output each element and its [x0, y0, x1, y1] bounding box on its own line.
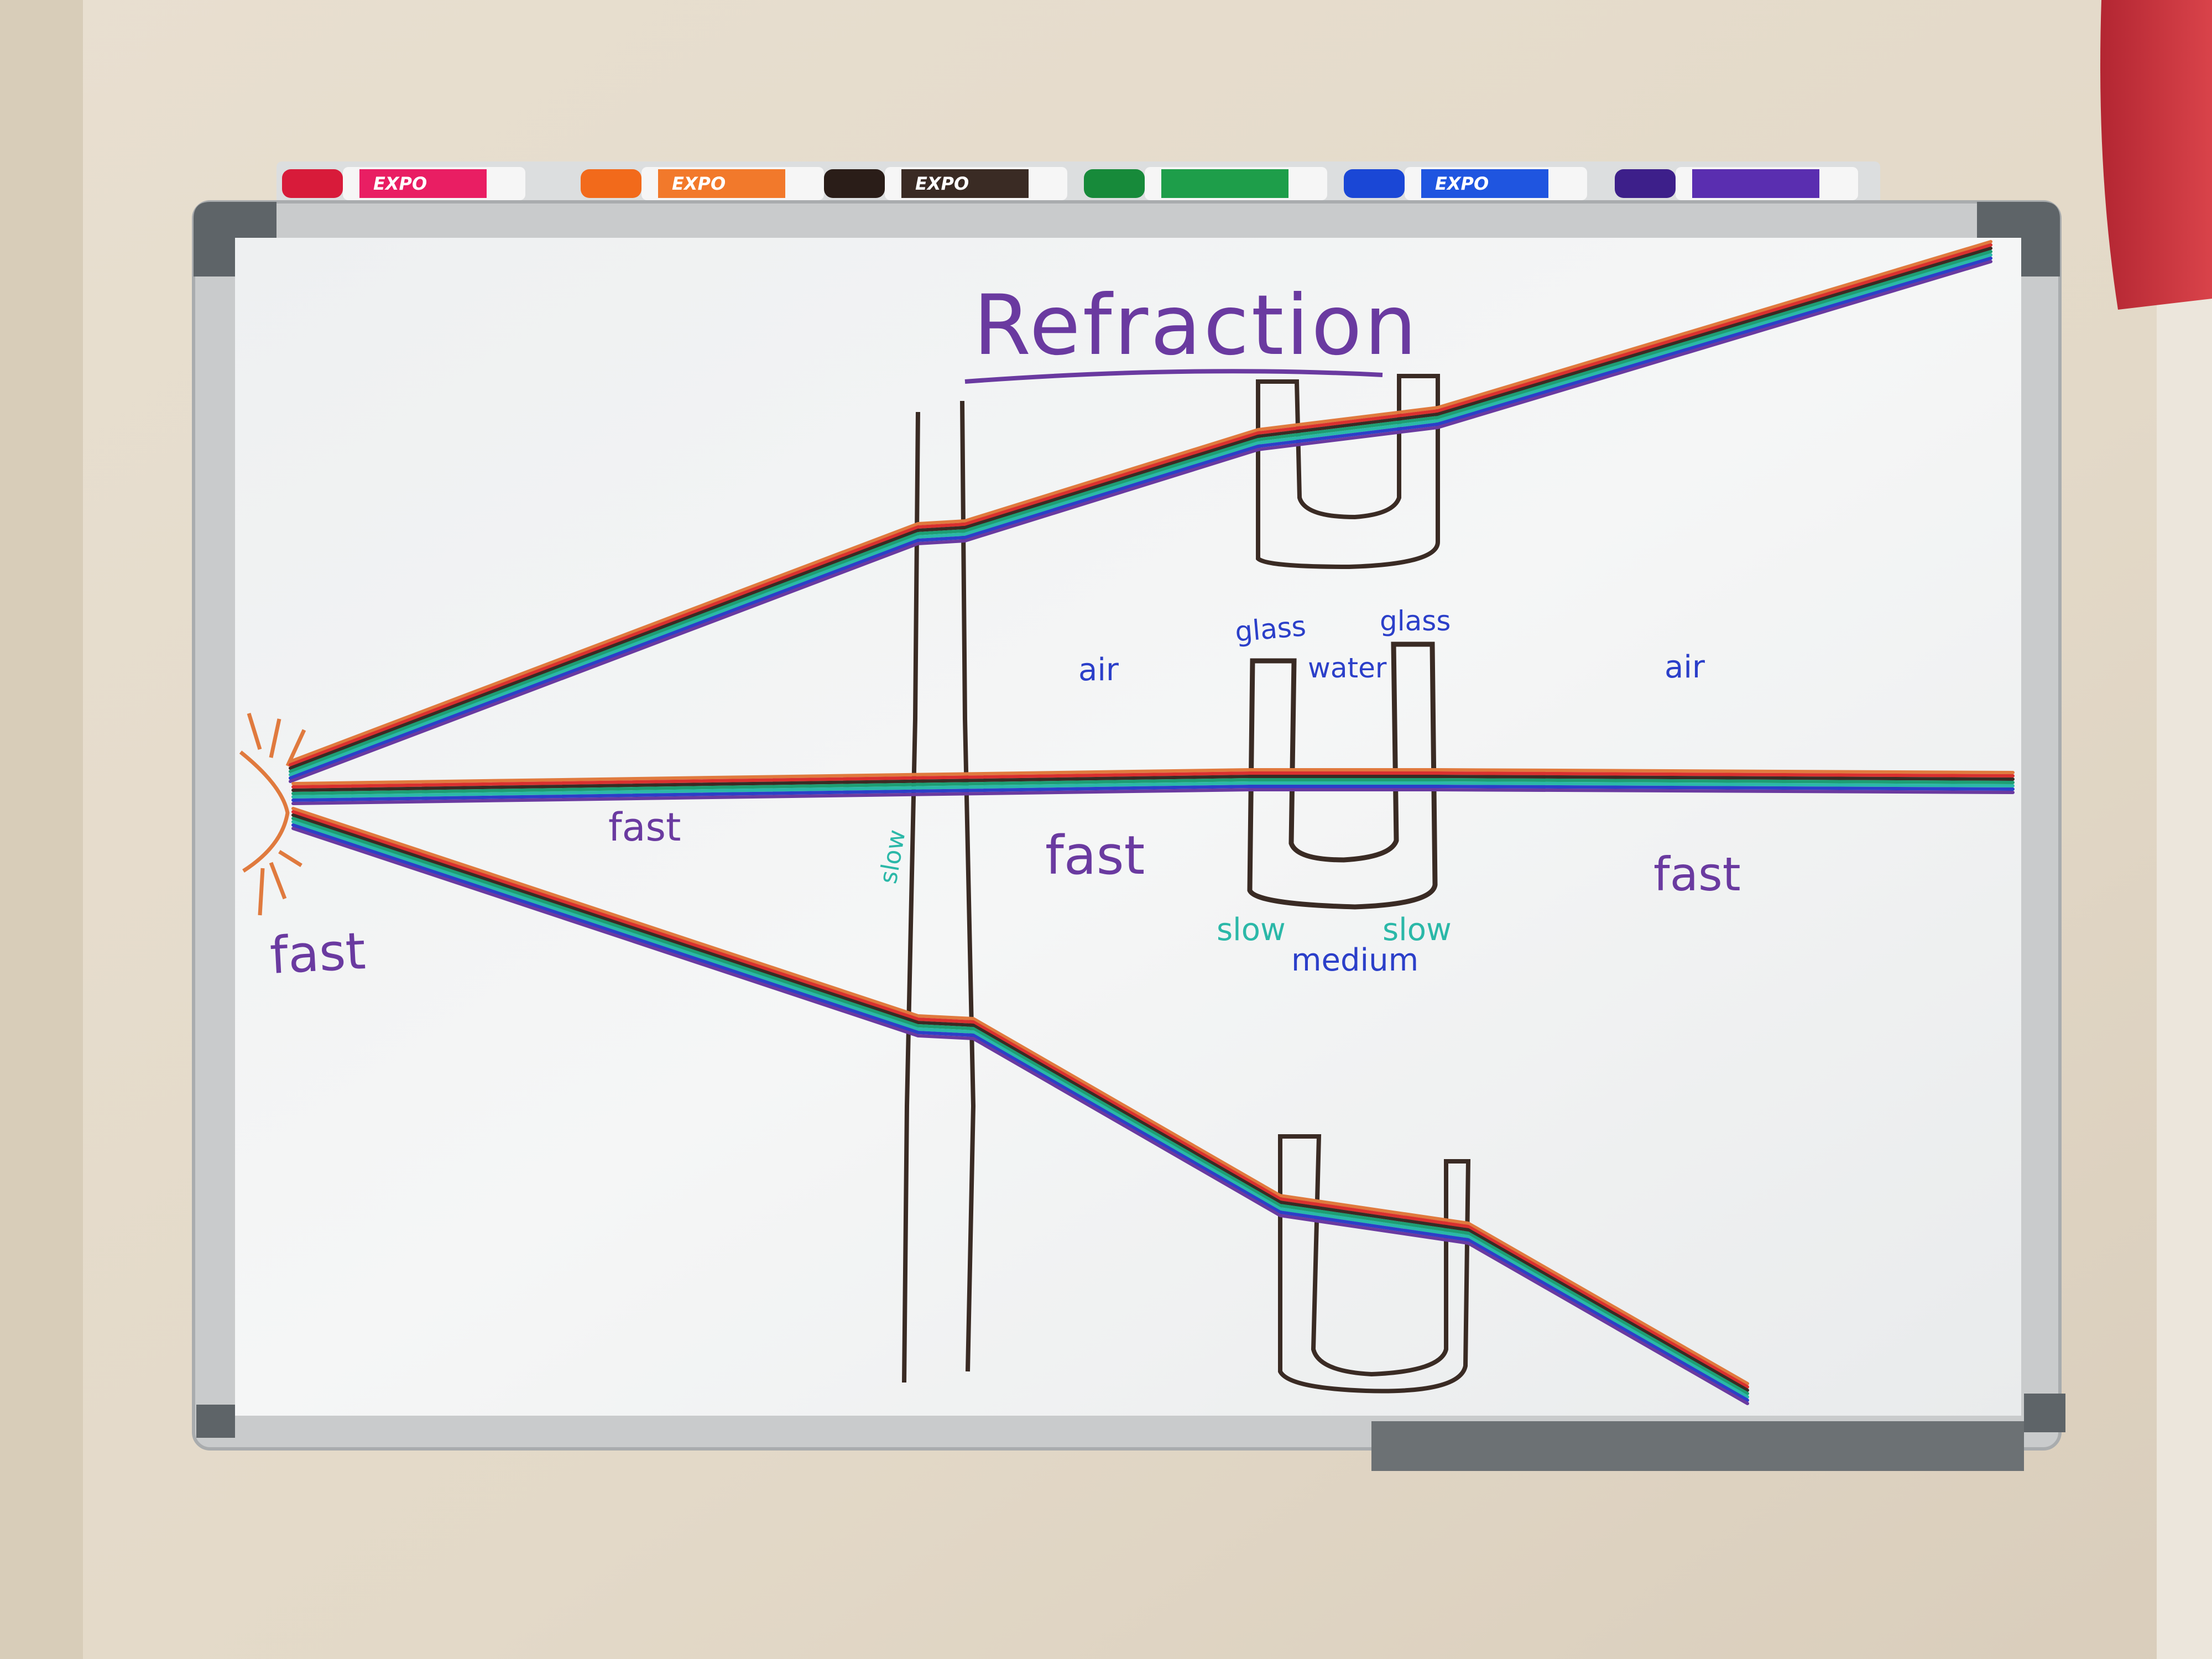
label-medium: medium	[1291, 942, 1418, 978]
light-rays	[289, 240, 2015, 1405]
blue-marker[interactable]: EXPO	[1344, 167, 1587, 200]
corner-bottom-right	[2024, 1394, 2065, 1432]
eraser-tray	[1371, 1421, 2024, 1471]
ray-bottom-band-1	[291, 810, 1749, 1389]
label-slow-left: slow	[1217, 912, 1286, 948]
ray-bottom-band-5	[291, 823, 1749, 1402]
ray-bottom-band-2	[291, 813, 1749, 1392]
ray-top-band-5	[289, 257, 1992, 780]
ray-middle-band-4	[291, 781, 2015, 799]
ray-middle	[291, 768, 2015, 805]
ray-bottom	[291, 807, 1749, 1405]
orange-marker-brand: EXPO	[672, 173, 726, 194]
orange-marker[interactable]: EXPO	[581, 167, 824, 200]
ray-top-band-0	[289, 240, 1992, 763]
u-container-top	[1256, 374, 1440, 570]
window-frame-right	[2157, 299, 2212, 1659]
ray-top	[289, 240, 1992, 783]
label-slow-right: slow	[1383, 912, 1452, 948]
u-container-middle	[1247, 641, 1438, 910]
ray-bottom-band-0	[291, 807, 1749, 1385]
ray-middle-band-6	[291, 788, 2015, 805]
purple-marker[interactable]	[1615, 167, 1858, 200]
ray-bottom-band-6	[291, 827, 1749, 1405]
ray-middle-band-3	[291, 778, 2015, 795]
pink-marker[interactable]: EXPO	[282, 167, 525, 200]
curtain	[2100, 0, 2212, 310]
ray-middle-band-0	[291, 768, 2015, 785]
ray-top-band-2	[289, 247, 1992, 770]
whiteboard-surface	[235, 238, 2021, 1416]
label-fast-right: fast	[1653, 847, 1741, 901]
whiteboard	[192, 200, 2065, 1471]
label-glass-left: glass	[1234, 610, 1307, 648]
label-air-left: air	[1078, 652, 1119, 688]
green-marker[interactable]	[1084, 167, 1327, 200]
pink-marker-brand: EXPO	[373, 173, 427, 194]
ray-bottom-band-4	[291, 820, 1749, 1399]
corner-top-right	[1977, 202, 2060, 276]
ray-top-band-3	[289, 250, 1992, 773]
glass-pane-right-edge	[960, 400, 976, 1372]
ray-top-band-6	[289, 260, 1992, 783]
label-fast-left: fast	[608, 805, 681, 850]
blue-marker-brand: EXPO	[1435, 173, 1489, 194]
wall-edge-left	[0, 0, 83, 1659]
title-underline	[964, 369, 1383, 384]
u-container-bottom	[1278, 1134, 1471, 1394]
label-air-right: air	[1665, 649, 1705, 685]
ray-top-band-4	[289, 253, 1992, 776]
label-fast-source: fast	[269, 921, 367, 985]
ray-bottom-band-3	[291, 817, 1749, 1395]
corner-top-left	[194, 202, 276, 276]
black-marker[interactable]: EXPO	[824, 167, 1067, 200]
ray-top-band-1	[289, 243, 1992, 766]
glass-pane-left-edge	[902, 411, 920, 1383]
label-glass-right: glass	[1380, 605, 1451, 637]
page-title: Refraction	[973, 278, 1419, 374]
marker-row: EXPO EXPO EXPO EXPO	[282, 167, 1858, 200]
corner-bottom-left	[196, 1405, 235, 1438]
label-water: water	[1308, 652, 1387, 684]
black-marker-brand: EXPO	[915, 173, 969, 194]
label-fast-middle: fast	[1045, 825, 1145, 886]
ray-middle-band-2	[291, 775, 2015, 792]
ray-middle-band-1	[291, 771, 2015, 789]
ray-middle-band-5	[291, 785, 2015, 802]
